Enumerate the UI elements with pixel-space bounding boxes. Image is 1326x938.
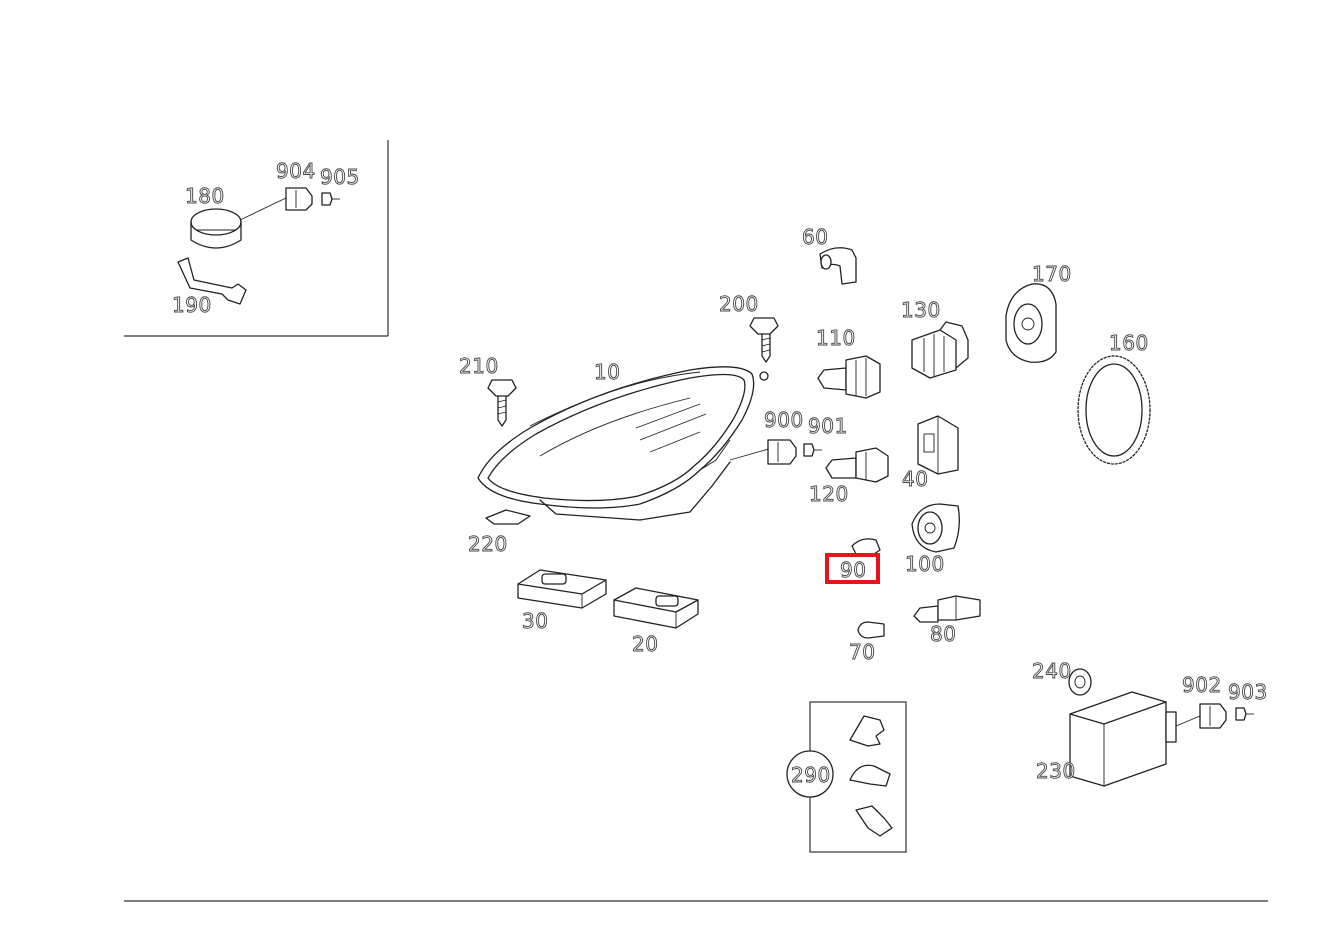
part-20-ballast-drawing[interactable]: [613, 587, 699, 629]
part-904-drawing[interactable]: [285, 187, 313, 211]
label-180[interactable]: 180: [185, 184, 225, 209]
part-901-drawing[interactable]: [803, 443, 822, 457]
label-10[interactable]: 10: [594, 360, 621, 385]
part-130-socket-drawing[interactable]: [911, 321, 969, 379]
label-80[interactable]: 80: [930, 622, 957, 647]
label-60[interactable]: 60: [802, 225, 829, 250]
label-200[interactable]: 200: [719, 292, 759, 317]
label-120[interactable]: 120: [809, 482, 849, 507]
part-240-nut-drawing[interactable]: [1068, 668, 1092, 696]
part-170-reflector-drawing[interactable]: [1005, 283, 1057, 363]
part-220-clip-drawing[interactable]: [485, 509, 531, 525]
part-90-bulb-drawing[interactable]: [851, 538, 881, 555]
label-230[interactable]: 230: [1036, 759, 1076, 784]
label-210[interactable]: 210: [459, 354, 499, 379]
highlight-box: [825, 553, 880, 584]
part-160-seal-drawing[interactable]: [1077, 355, 1151, 465]
part-900-drawing[interactable]: [767, 439, 797, 465]
part-210-screw-drawing[interactable]: [487, 379, 517, 427]
label-903[interactable]: 903: [1228, 680, 1268, 705]
label-70[interactable]: 70: [849, 640, 876, 665]
label-110[interactable]: 110: [816, 326, 856, 351]
label-190[interactable]: 190: [172, 293, 212, 318]
part-120-bulb-drawing[interactable]: [825, 447, 889, 483]
part-100-socket-drawing[interactable]: [911, 503, 960, 553]
label-100[interactable]: 100: [905, 552, 945, 577]
part-230-module-drawing[interactable]: [1069, 691, 1201, 787]
label-902[interactable]: 902: [1182, 673, 1222, 698]
part-902-drawing[interactable]: [1199, 703, 1227, 729]
part-80-holder-drawing[interactable]: [913, 595, 981, 623]
part-190-drawing[interactable]: [177, 257, 247, 305]
part-40-cover-drawing[interactable]: [917, 415, 959, 475]
label-220[interactable]: 220: [468, 532, 508, 557]
part-10-headlamp-drawing[interactable]: [477, 366, 773, 521]
part-903-drawing[interactable]: [1235, 707, 1254, 721]
label-901[interactable]: 901: [808, 414, 848, 439]
label-40[interactable]: 40: [902, 467, 929, 492]
label-904[interactable]: 904: [276, 159, 316, 184]
label-240[interactable]: 240: [1032, 659, 1072, 684]
label-20[interactable]: 20: [632, 632, 659, 657]
label-130[interactable]: 130: [901, 298, 941, 323]
label-290[interactable]: 290: [791, 763, 831, 788]
part-70-bulb-drawing[interactable]: [857, 621, 885, 639]
part-200-screw-drawing[interactable]: [749, 317, 779, 363]
part-180-drawing[interactable]: [190, 197, 287, 249]
part-290-kit-drawing[interactable]: [786, 701, 907, 853]
label-905[interactable]: 905: [320, 165, 360, 190]
label-160[interactable]: 160: [1109, 331, 1149, 356]
label-30[interactable]: 30: [522, 609, 549, 634]
part-30-ballast-drawing[interactable]: [517, 569, 607, 609]
label-900[interactable]: 900: [764, 408, 804, 433]
part-60-cap-drawing[interactable]: [819, 247, 857, 285]
label-90[interactable]: 90: [840, 558, 867, 583]
label-170[interactable]: 170: [1032, 262, 1072, 287]
part-905-drawing[interactable]: [321, 192, 340, 206]
inset-frame: [124, 140, 389, 337]
part-110-bulb-drawing[interactable]: [817, 355, 881, 399]
